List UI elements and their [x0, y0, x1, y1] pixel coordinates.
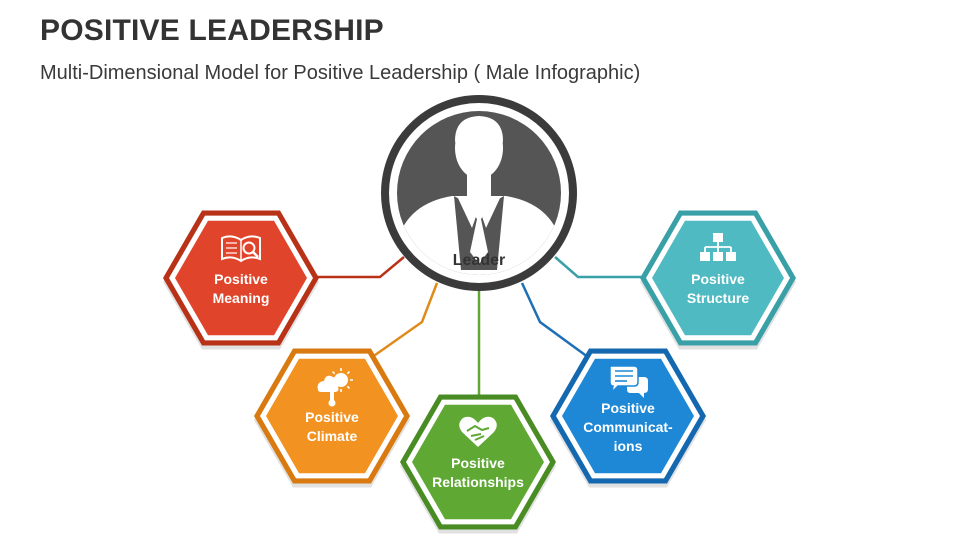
node-label-line: Structure: [687, 290, 749, 306]
page-subtitle: Multi-Dimensional Model for Positive Lea…: [40, 62, 641, 84]
node-label-line: Relationships: [432, 474, 524, 490]
connector-climate: [367, 282, 439, 362]
connector-structure: [554, 256, 648, 279]
node-label-line: Climate: [307, 428, 358, 444]
node-label-line: Positive: [305, 409, 359, 425]
page-title: POSITIVE LEADERSHIP: [40, 14, 384, 47]
node-inner-hex: [562, 358, 694, 474]
connector-communications: [520, 282, 593, 362]
dimension-nodes: PositiveMeaningPositiveClimatePositiveRe…: [163, 210, 796, 534]
heart-handshake-icon: [459, 416, 497, 447]
connectors: [312, 256, 648, 400]
node-label-line: ions: [614, 438, 643, 454]
open-book-magnifier-icon: [221, 235, 261, 263]
node-label-line: Positive: [601, 400, 655, 416]
connector-meaning: [312, 256, 405, 279]
chat-bubbles-icon: [609, 365, 648, 398]
node-inner-hex: [652, 220, 784, 336]
node-label-line: Positive: [214, 271, 268, 287]
node-inner-hex: [175, 220, 307, 336]
node-label-line: Meaning: [213, 290, 270, 306]
org-chart-icon: [700, 233, 736, 261]
weather-thermometer-icon: [317, 368, 353, 407]
leader-node: Leader: [381, 95, 577, 291]
node-inner-hex: [266, 358, 398, 474]
node-inner-hex: [412, 404, 544, 520]
node-label-line: Positive: [691, 271, 745, 287]
node-label-line: Positive: [451, 455, 505, 471]
leader-label: Leader: [453, 252, 505, 269]
node-label-line: Communicat-: [583, 419, 673, 435]
